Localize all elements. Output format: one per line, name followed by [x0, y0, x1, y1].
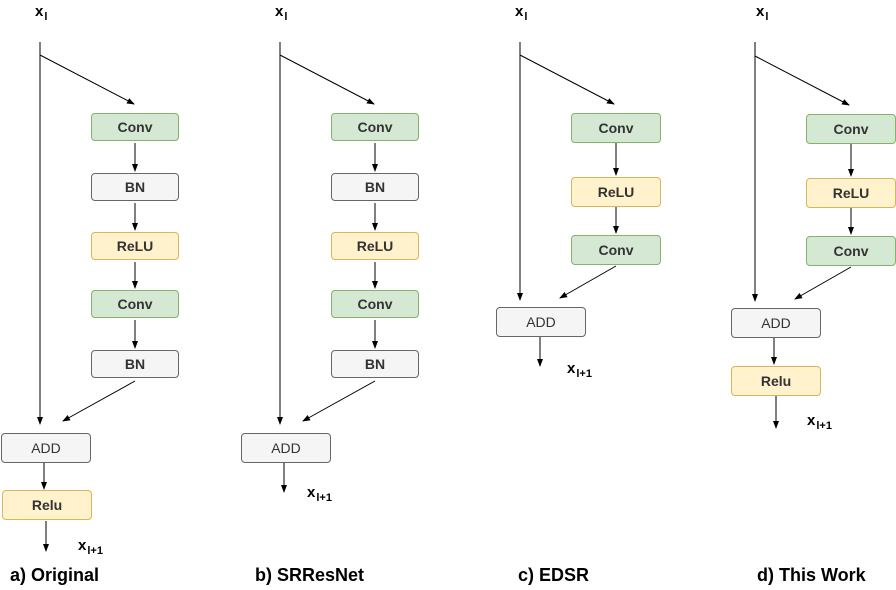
output-label: xl+1 — [78, 537, 103, 557]
relu-block: Relu — [2, 490, 92, 520]
bn-block: BN — [91, 173, 179, 201]
input-label: xl — [275, 3, 288, 23]
add-block: ADD — [731, 308, 821, 338]
add-block: ADD — [241, 433, 331, 463]
conv-block: Conv — [806, 236, 896, 266]
conv-block: Conv — [571, 113, 661, 143]
panel-caption: d) This Work — [757, 565, 866, 585]
relu-block: ReLU — [806, 178, 896, 208]
relu-block: ReLU — [331, 232, 419, 260]
conv-block: Conv — [331, 290, 419, 318]
add-block: ADD — [496, 307, 586, 337]
relu-block: ReLU — [571, 177, 661, 207]
conv-block: Conv — [806, 114, 896, 144]
add-block: ADD — [1, 433, 91, 463]
bn-block: BN — [91, 350, 179, 378]
output-label: xl+1 — [807, 412, 832, 432]
output-label: xl+1 — [567, 360, 592, 380]
panel-caption: c) EDSR — [518, 565, 590, 585]
relu-block: Relu — [731, 366, 821, 396]
conv-block: Conv — [91, 290, 179, 318]
bn-block: BN — [331, 173, 419, 201]
relu-block: ReLU — [91, 232, 179, 260]
conv-block: Conv — [571, 235, 661, 265]
conv-block: Conv — [331, 113, 419, 141]
conv-block: Conv — [91, 113, 179, 141]
panel-caption: a) Original — [10, 565, 100, 585]
input-label: xl — [515, 3, 528, 23]
input-label: xl — [35, 3, 48, 23]
panel-caption: b) SRResNet — [255, 565, 365, 585]
input-label: xl — [756, 3, 769, 23]
bn-block: BN — [331, 350, 419, 378]
output-label: xl+1 — [307, 484, 332, 504]
